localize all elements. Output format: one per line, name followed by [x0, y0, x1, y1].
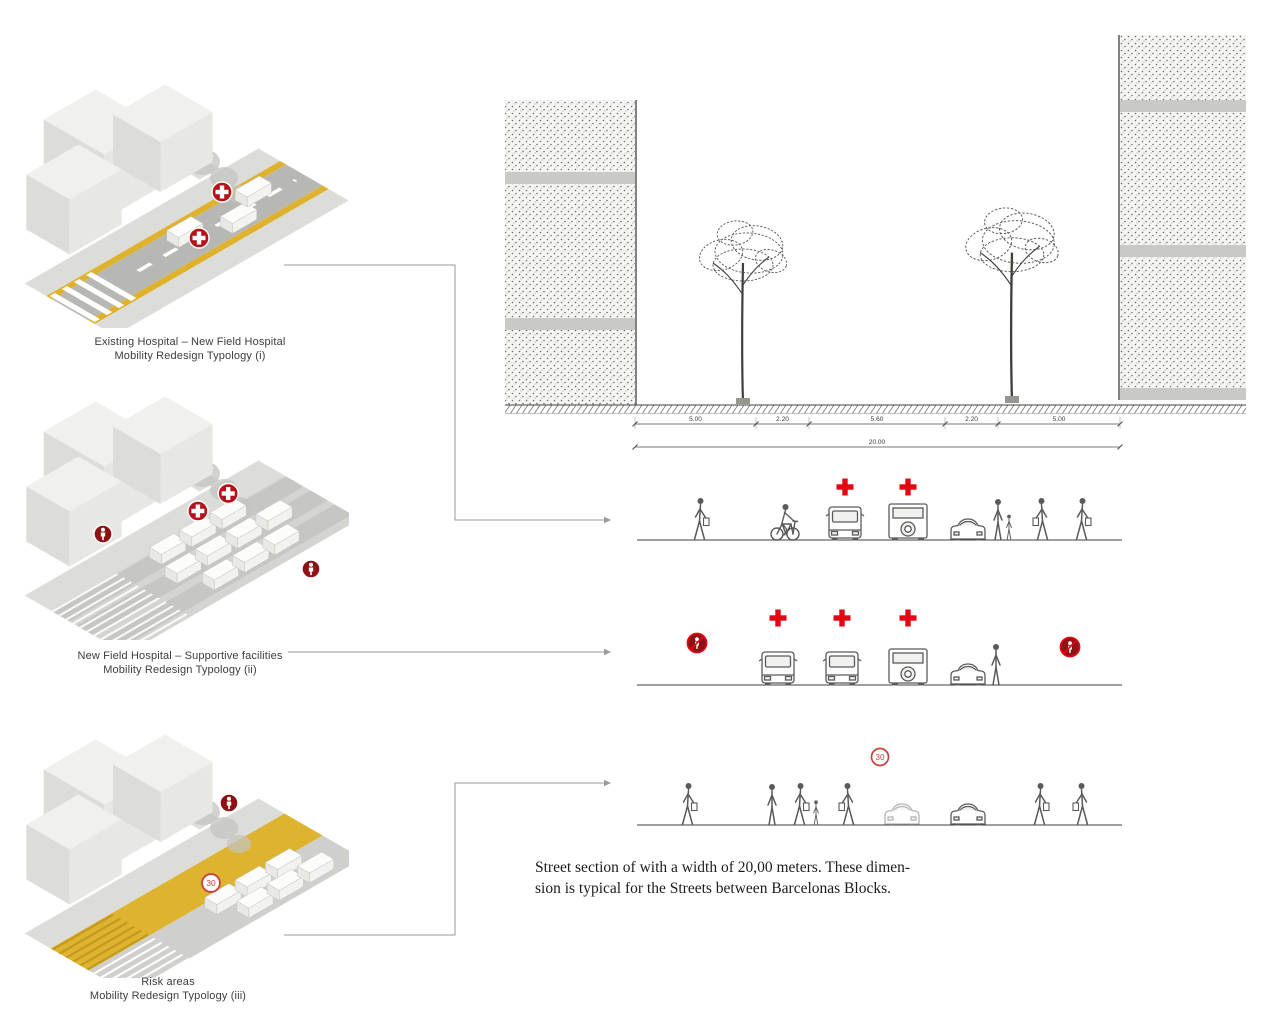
dimension-label: 2.20 [965, 416, 978, 423]
building-left [505, 100, 637, 405]
hatched-zone [88, 935, 190, 978]
crosswalk [48, 270, 139, 323]
arrowhead-icon [604, 779, 611, 787]
isometric-typology-2 [24, 396, 349, 640]
ground [505, 396, 1246, 414]
isometric-typology-3 [24, 734, 349, 978]
yellow-hatch [50, 913, 150, 971]
caption-line: Risk areas [141, 976, 195, 988]
dimension-label: 5.00 [689, 416, 702, 423]
caption-line: Mobility Redesign Typology (ii) [103, 664, 257, 676]
dimension-label: 5.00 [1053, 416, 1066, 423]
description-line: Street section of with a width of 20,00 … [535, 859, 911, 876]
caption-typology-1: Existing Hospital – New Field Hospital M… [40, 335, 340, 363]
dimension-line: 5.00 2.20 5.60 2.20 5.00 20.00 [632, 416, 1123, 450]
connector-line-1 [284, 264, 604, 521]
dimension-label: 5.60 [871, 416, 884, 423]
dimension-total-label: 20.00 [869, 439, 886, 446]
elevation-typology-1 [637, 478, 1122, 542]
caption-typology-2: New Field Hospital – Supportive faciliti… [28, 649, 332, 677]
connector-line-3 [284, 782, 604, 936]
section-description: Street section of with a width of 20,00 … [535, 857, 915, 899]
connector-lines [284, 264, 611, 936]
caption-typology-3: Risk areas Mobility Redesign Typology (i… [16, 975, 320, 1003]
isometric-typology-1 [24, 84, 349, 328]
building-right [1118, 35, 1246, 400]
hatched-zone [50, 573, 191, 640]
street-section-drawing: 5.00 2.20 5.60 2.20 5.00 20.00 [505, 35, 1246, 450]
caption-line: Mobility Redesign Typology (iii) [89, 990, 247, 1002]
arrowhead-icon [604, 648, 611, 656]
elevation-typology-3 [637, 747, 1122, 827]
dimension-label: 2.20 [776, 416, 789, 423]
lane-markings [129, 179, 298, 276]
description-line: sion is typical for the Streets between … [535, 880, 891, 897]
caption-line: New Field Hospital – Supportive faciliti… [77, 650, 283, 662]
caption-line: Existing Hospital – New Field Hospital [94, 336, 286, 348]
caption-line: Mobility Redesign Typology (i) [114, 350, 266, 362]
elevation-typology-2 [637, 609, 1122, 687]
arrowhead-icon [604, 516, 611, 524]
